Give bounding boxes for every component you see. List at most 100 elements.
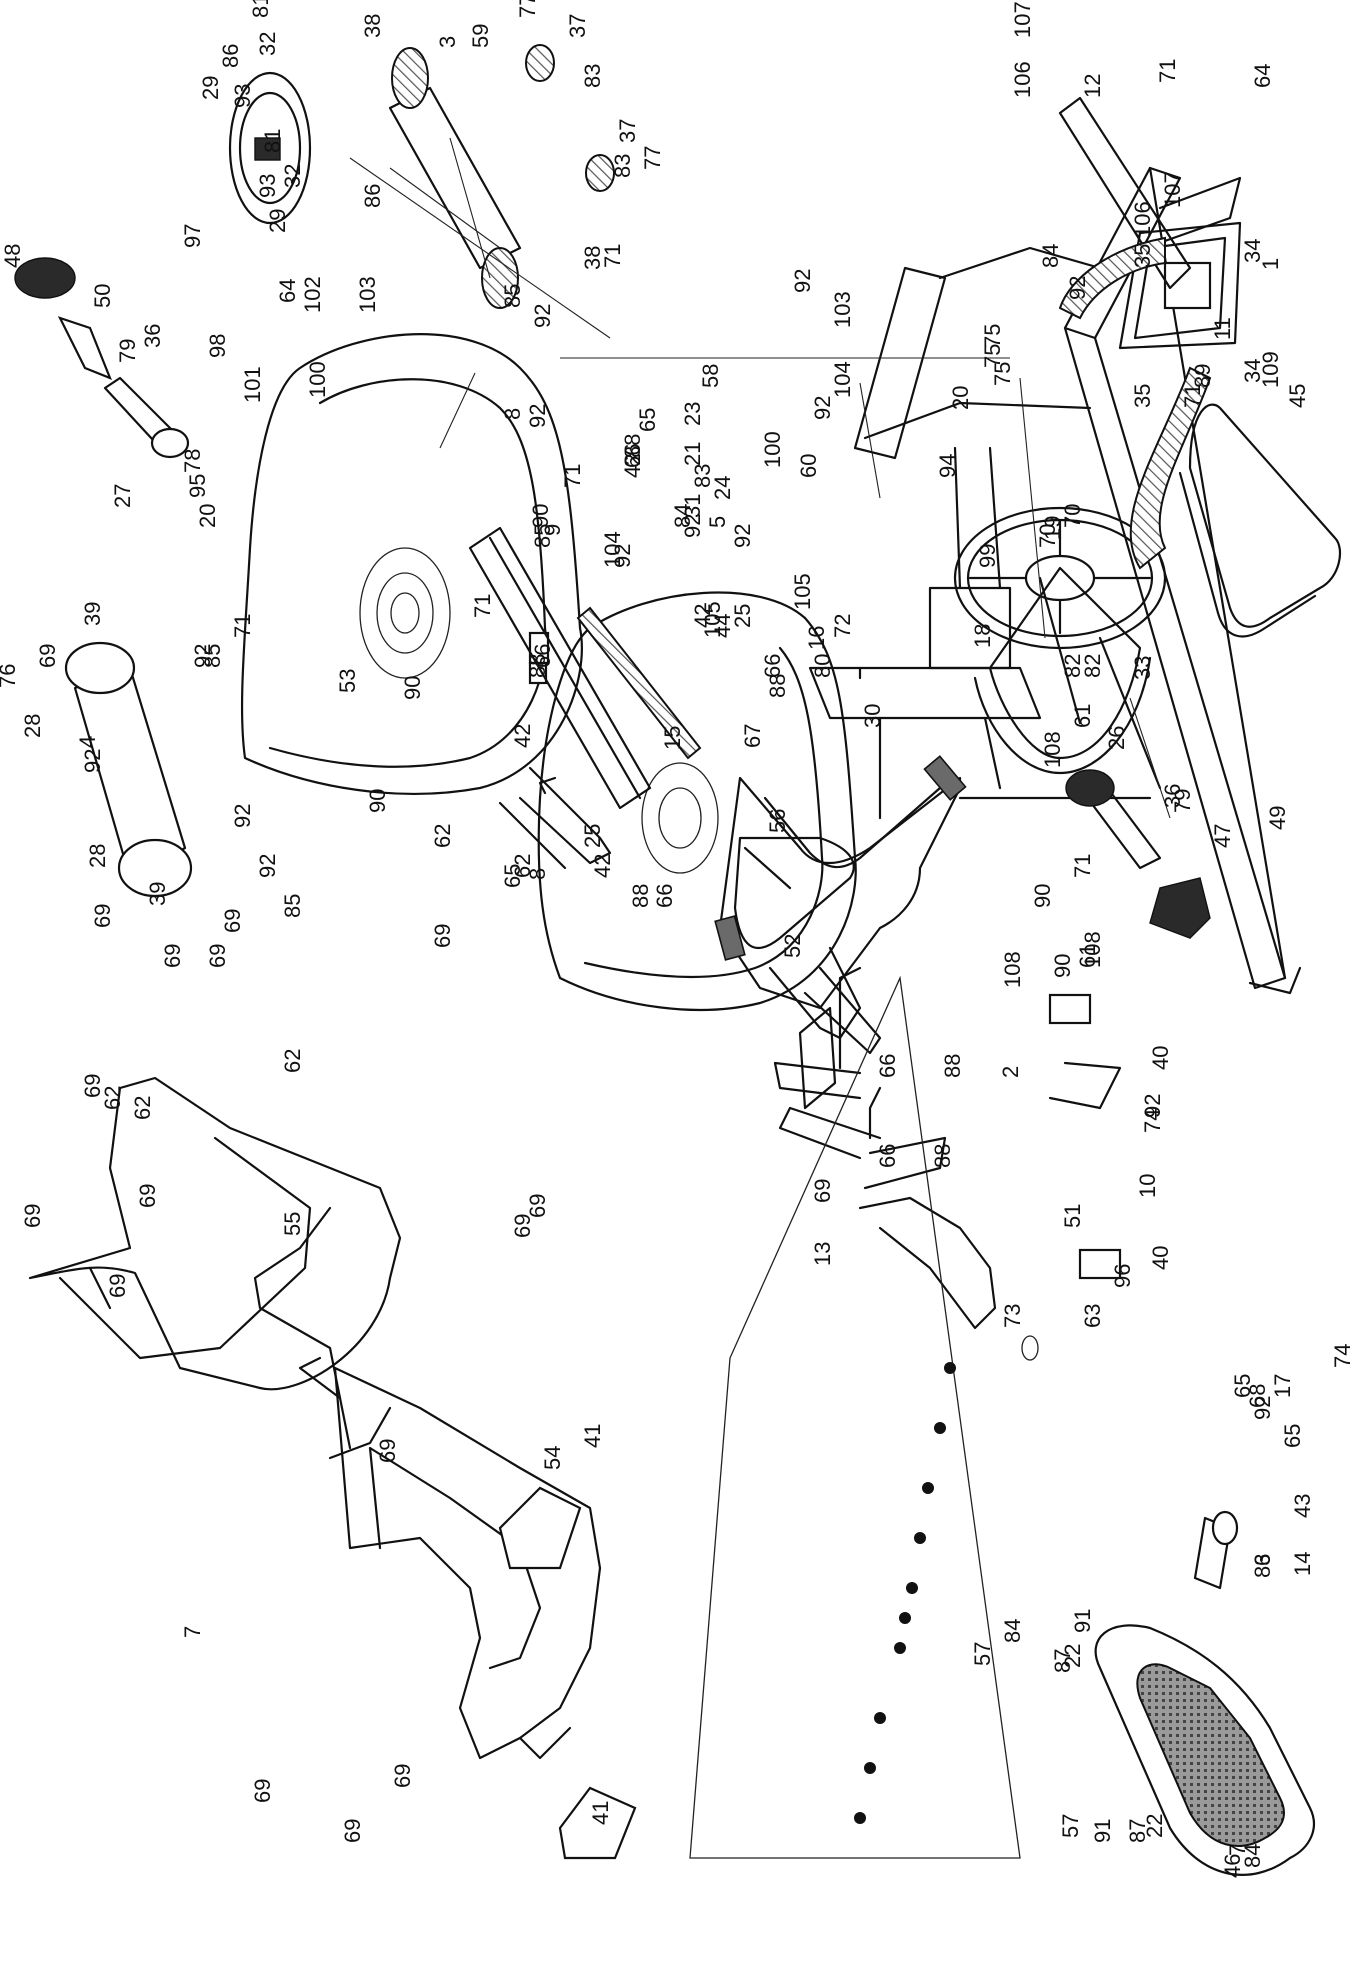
callout-79b: 79 [1170, 789, 1195, 813]
callout-18: 18 [970, 624, 995, 648]
callout-90c: 90 [365, 789, 390, 813]
callout-52: 52 [780, 934, 805, 958]
callout-20a: 20 [948, 386, 973, 410]
callout-84d: 84 [1240, 1844, 1265, 1868]
callout-88a: 88 [620, 434, 645, 458]
callout-86b: 86 [360, 184, 385, 208]
pedal-pad-part-46 [1094, 1624, 1315, 1876]
callout-47: 47 [1210, 824, 1235, 848]
callout-7a: 7 [180, 1626, 205, 1638]
callout-101: 101 [240, 366, 265, 403]
hose-part-35 [1058, 236, 1212, 570]
callout-92c: 92 [525, 404, 550, 428]
callout-53: 53 [335, 669, 360, 693]
callout-38b: 38 [580, 246, 605, 270]
callout-69f: 69 [430, 924, 455, 948]
callout-69n: 69 [375, 1439, 400, 1463]
callout-93b: 93 [255, 174, 280, 198]
callout-108c: 108 [1080, 931, 1105, 968]
callout-68: 68 [1245, 1384, 1270, 1408]
callout-107b: 107 [1160, 171, 1185, 208]
callout-70b: 70 [1035, 524, 1060, 548]
callout-11: 11 [1210, 317, 1235, 340]
callout-48: 48 [0, 244, 25, 268]
crank-arm-part-26 [1065, 769, 1162, 870]
callout-66f: 66 [875, 1144, 900, 1168]
callout-103a: 103 [355, 276, 380, 313]
callout-57b: 57 [1058, 1814, 1083, 1838]
callout-42a: 42 [620, 454, 645, 478]
callout-31: 31 [680, 494, 705, 518]
callout-39b: 39 [145, 882, 170, 906]
callout-95: 95 [185, 474, 210, 498]
callout-62e: 62 [100, 1086, 125, 1110]
tube-part-3 [388, 47, 522, 309]
left-shroud-part-53 [240, 333, 612, 870]
callout-64a: 64 [1250, 64, 1275, 88]
callout-105b: 105 [790, 573, 815, 610]
callout-104a: 104 [600, 531, 625, 568]
callout-42b: 42 [690, 604, 715, 628]
callout-80: 80 [810, 654, 835, 678]
callout-90a: 90 [528, 504, 553, 528]
callout-28a: 28 [20, 714, 45, 738]
callout-57a: 57 [970, 1642, 995, 1666]
callout-84a: 84 [1038, 244, 1063, 268]
callout-8b: 8 [525, 868, 550, 880]
callout-22a: 22 [1060, 1644, 1085, 1668]
disc-part-97 [228, 71, 312, 225]
belt-part-33 [973, 566, 1152, 775]
callout-10: 10 [1135, 1174, 1160, 1198]
foot-part-41 [498, 1486, 637, 1860]
callout-102: 102 [300, 276, 325, 313]
callout-92e: 92 [730, 524, 755, 548]
callout-89: 89 [1190, 364, 1215, 388]
callout-24: 24 [710, 476, 735, 500]
right-shroud-part-52 [537, 591, 882, 1055]
crank-part-27 [103, 376, 190, 459]
callout-30: 30 [860, 704, 885, 728]
callout-54: 54 [540, 1446, 565, 1470]
callout-69a: 69 [35, 644, 60, 668]
callout-69l: 69 [20, 1204, 45, 1228]
callout-39a: 39 [80, 602, 105, 626]
callout-100a: 100 [760, 431, 785, 468]
callout-20b: 20 [195, 504, 220, 528]
tube-part-12 [1058, 96, 1242, 290]
callout-92n: 92 [1250, 1396, 1275, 1420]
callout-23: 23 [680, 402, 705, 426]
callout-78: 78 [180, 449, 205, 473]
callout-29b: 29 [265, 209, 290, 233]
callout-3: 3 [435, 36, 460, 48]
callout-42c: 42 [510, 724, 535, 748]
callout-92a: 92 [1065, 276, 1090, 300]
callout-62d: 62 [130, 1096, 155, 1120]
callout-87b: 87 [1125, 1819, 1150, 1843]
callout-92g: 92 [80, 749, 105, 773]
callout-85c: 85 [200, 644, 225, 668]
callout-69p: 69 [250, 1779, 275, 1803]
callout-91a: 91 [1070, 1609, 1095, 1633]
pedal-part-49 [1149, 877, 1211, 939]
callout-34a: 34 [1240, 239, 1265, 263]
callout-77b: 77 [640, 146, 665, 170]
hardware-tray [689, 975, 1021, 1859]
callout-1: 1 [1258, 258, 1283, 270]
callout-21: 21 [680, 442, 705, 466]
callout-97: 97 [180, 224, 205, 248]
callout-71d: 71 [230, 614, 255, 638]
callout-92i: 92 [790, 269, 815, 293]
callout-69k: 69 [135, 1184, 160, 1208]
callout-107a: 107 [1010, 1, 1035, 38]
callout-26: 26 [1104, 726, 1129, 750]
callout-43: 43 [1290, 1494, 1315, 1518]
callout-109: 109 [1258, 351, 1283, 388]
callout-60: 60 [796, 454, 821, 478]
console-part-109 [1118, 221, 1242, 350]
callout-33: 33 [1130, 656, 1155, 680]
callout-50: 50 [90, 284, 115, 308]
main-frame-part-1 [808, 166, 1302, 995]
callout-69o: 69 [390, 1764, 415, 1788]
